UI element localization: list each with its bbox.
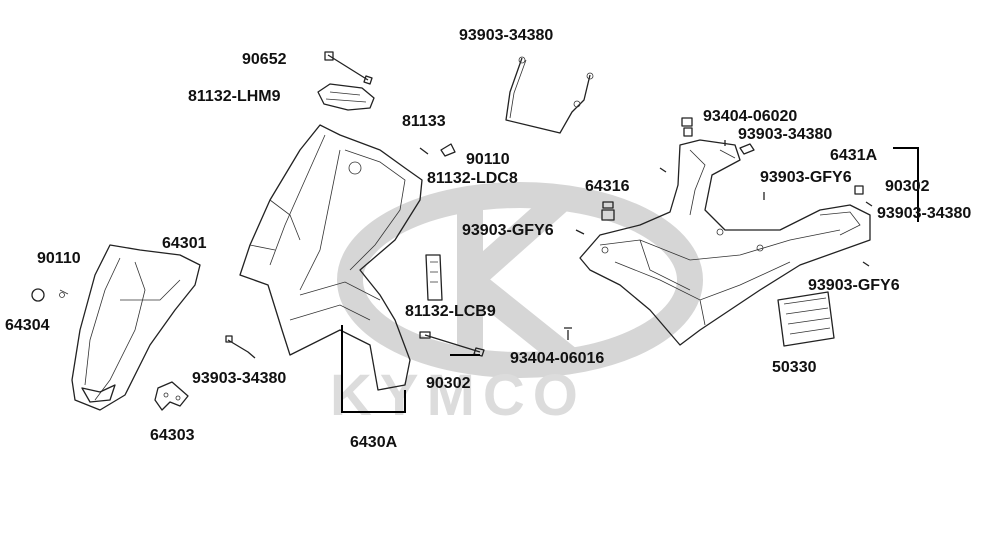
label-93404-06016: 93404-06016 — [510, 350, 604, 367]
label-93903-gfy6-b: 93903-GFY6 — [462, 222, 554, 239]
windscreen-bracket — [505, 56, 594, 134]
label-81132-lcb9: 81132-LCB9 — [405, 303, 496, 320]
screw-set-center — [225, 143, 572, 359]
screw-set-left — [31, 288, 69, 302]
label-64303: 64303 — [150, 427, 195, 444]
center-plate — [425, 254, 443, 301]
label-81133: 81133 — [402, 113, 446, 130]
screw-set-right — [575, 117, 873, 267]
emblem-plate — [317, 83, 375, 111]
label-93903-gfy6-a: 93903-GFY6 — [760, 169, 852, 186]
floor-panel — [579, 139, 871, 346]
watermark-brand: KYMCO — [330, 363, 586, 428]
leader-lines — [341, 147, 919, 413]
front-cover — [71, 244, 201, 411]
label-90110-a: 90110 — [466, 151, 510, 168]
part-labels: 93903-34380 90652 81132-LHM9 81133 90110… — [5, 27, 971, 451]
label-64316: 64316 — [585, 178, 630, 195]
cover-bracket — [154, 381, 189, 411]
label-93903-34380-r2: 93903-34380 — [877, 205, 971, 222]
label-6431a: 6431A — [830, 147, 878, 164]
label-6430a: 6430A — [350, 434, 398, 451]
label-93903-34380-r1: 93903-34380 — [738, 126, 832, 143]
label-93903-34380-top: 93903-34380 — [459, 27, 553, 44]
label-90302-a: 90302 — [885, 178, 930, 195]
label-90652: 90652 — [242, 51, 287, 68]
label-90302-b: 90302 — [426, 375, 471, 392]
label-64301: 64301 — [162, 235, 207, 252]
label-plate — [777, 291, 835, 347]
label-93404-06020: 93404-06020 — [703, 108, 797, 125]
label-93903-gfy6-c: 93903-GFY6 — [808, 277, 900, 294]
label-64304: 64304 — [5, 317, 50, 334]
front-shield — [239, 124, 423, 391]
label-81132-lhm9: 81132-LHM9 — [188, 88, 281, 105]
clip-bolt — [324, 51, 373, 85]
label-81132-ldc8: 81132-LDC8 — [427, 170, 518, 187]
kymco-watermark: KYMCO — [330, 182, 703, 428]
label-50330: 50330 — [772, 359, 817, 376]
label-90110-b: 90110 — [37, 250, 81, 267]
label-93903-34380-l: 93903-34380 — [192, 370, 286, 387]
